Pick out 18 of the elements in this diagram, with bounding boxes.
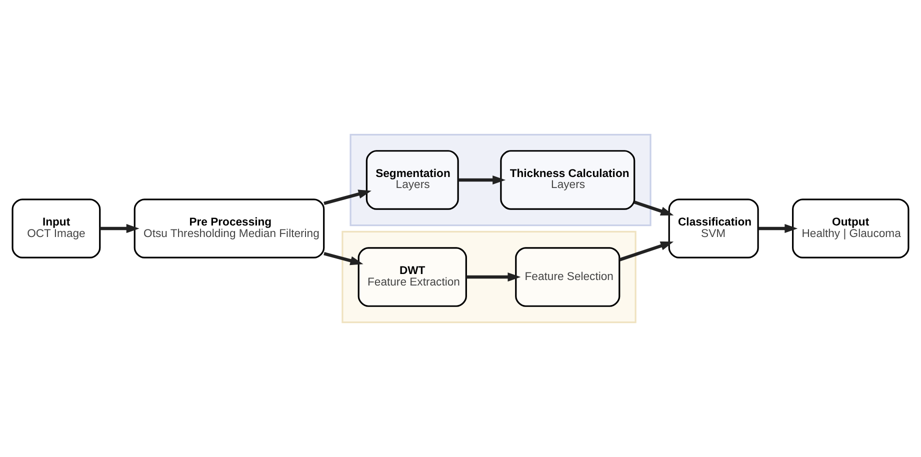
node-box: Thickness Calculation Layers	[500, 150, 636, 210]
arrow	[466, 272, 521, 282]
node-box: Output Healthy | Glaucoma	[792, 198, 910, 258]
arrow	[100, 224, 140, 234]
arrow	[324, 190, 372, 205]
node-box: Feature Selection	[515, 247, 620, 307]
node-box: Input OCT Image	[12, 198, 101, 258]
arrow	[619, 242, 674, 262]
arrow	[634, 200, 674, 216]
node-box: Segmentation Layers	[366, 150, 459, 210]
node-box: Classification SVM	[668, 198, 759, 258]
arrow	[458, 175, 506, 185]
node-box: Pre Processing Otsu Thresholding Median Filtering	[134, 198, 325, 258]
node-box: DWT Feature Extraction	[358, 247, 467, 307]
arrow	[758, 224, 798, 234]
arrow	[324, 252, 364, 266]
cluster	[350, 134, 652, 226]
cluster	[342, 230, 636, 324]
